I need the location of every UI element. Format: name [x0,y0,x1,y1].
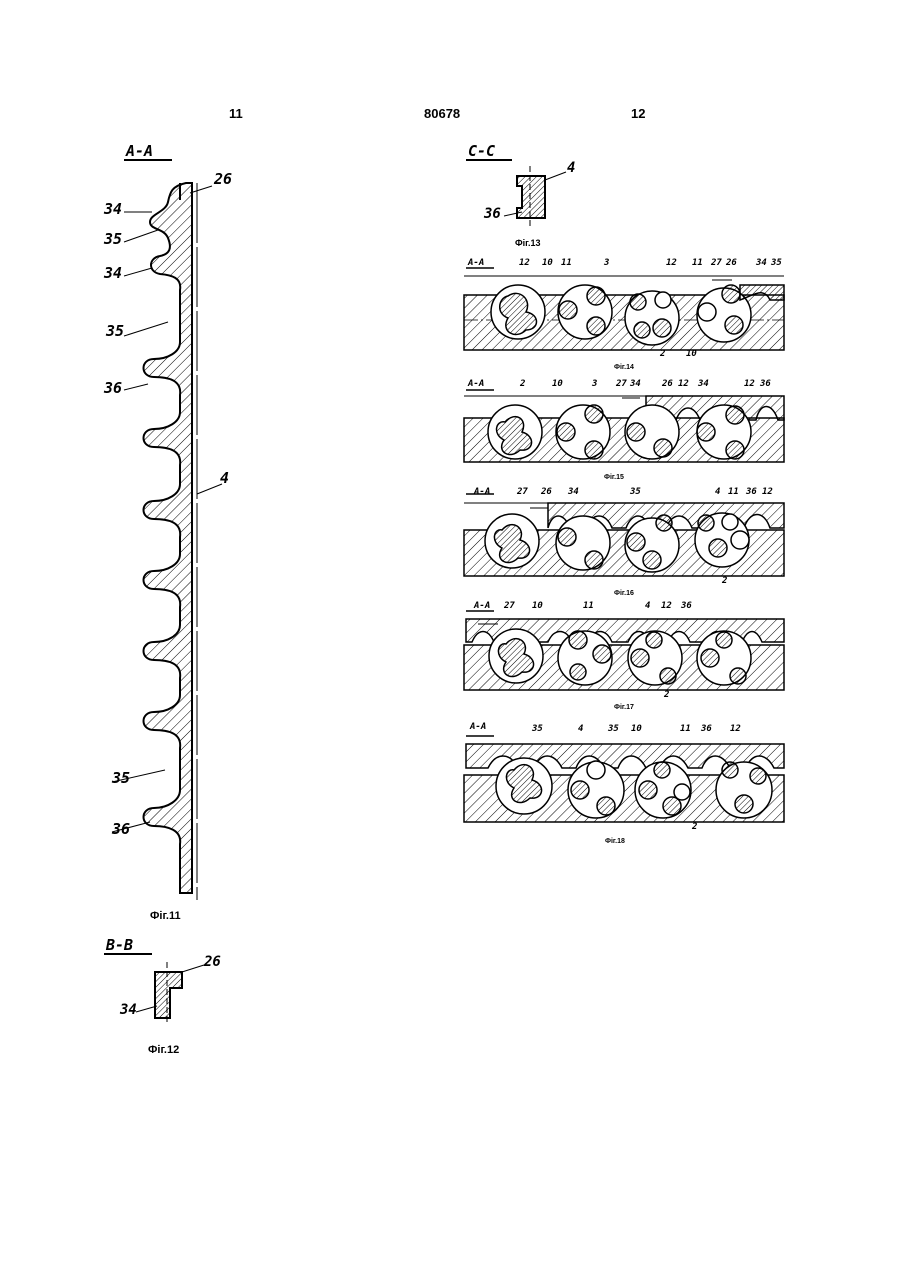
fig12-section-label: B-B [106,936,133,954]
fig18-section-label: A-A [470,722,486,732]
fig11-label-36b: 36 [112,820,130,838]
fig18-label-a: 35 [532,724,543,734]
fig11-drawing [112,160,222,900]
fig16-label-g: 36 [746,487,757,497]
fig15-label-h: 34 [698,379,709,389]
fig14-label-f: 11 [692,258,703,268]
fig16-label-e: 4 [715,487,720,497]
fig13-section-label: C-C [468,142,495,160]
fig14-caption: Фіг.14 [614,364,634,371]
fig18-label-b: 4 [578,724,583,734]
fig14-section-label: A-A [468,258,484,268]
fig11-belt-profile [144,183,193,893]
fig18-label-c: 35 [608,724,619,734]
fig11-label-35c: 35 [112,769,130,787]
fig16-label-c: 34 [568,487,579,497]
fig11-caption: Фіг.11 [150,910,181,922]
fig18-label-g: 12 [730,724,741,734]
fig16-label-f: 11 [728,487,739,497]
fig17-caption: Фіг.17 [614,704,634,711]
fig15-label-i: 12 [744,379,755,389]
fig16-label-a: 27 [517,487,528,497]
fig16-label-b: 26 [541,487,552,497]
fig15-label-c: 3 [592,379,597,389]
fig18-label-e: 11 [680,724,691,734]
fig14-label-d: 3 [604,258,609,268]
fig18-label-d: 10 [631,724,642,734]
fig15-label-j: 36 [760,379,771,389]
fig14-label-j: 35 [771,258,782,268]
fig12-caption: Фіг.12 [148,1044,179,1056]
fig13-drawing [466,160,566,226]
fig15-label-g: 12 [678,379,689,389]
fig17-label-f: 36 [681,601,692,611]
fig14-drawing [464,268,784,350]
fig16-label-d: 35 [630,487,641,497]
fig11-label-35b: 35 [106,322,124,340]
fig18-caption: Фіг.18 [605,838,625,845]
fig15-drawing [464,390,784,462]
fig15-label-a: 2 [520,379,525,389]
fig16-label-h: 12 [762,487,773,497]
fig17-label-c: 11 [583,601,594,611]
fig13-label-36: 36 [484,206,501,222]
fig15-section-label: A-A [468,379,484,389]
fig17-label-b: 10 [532,601,543,611]
fig18-label-f: 36 [701,724,712,734]
fig17-label-e: 12 [661,601,672,611]
fig11-label-34a: 34 [104,200,122,218]
fig15-label-f: 26 [662,379,673,389]
fig11-label-4: 4 [220,469,229,487]
fig16-caption: Фіг.16 [614,590,634,597]
fig13-label-4: 4 [567,160,575,176]
fig17-label-d: 4 [645,601,650,611]
fig12-label-26: 26 [204,954,221,970]
fig18-drawing [464,736,784,822]
fig17-drawing [464,611,784,690]
fig16-label-i: 2 [722,576,727,586]
fig17-label-g: 2 [664,690,669,700]
fig15-label-b: 10 [552,379,563,389]
fig14-label-m: 10 [686,349,697,359]
fig17-section-label: A-A [474,601,490,611]
fig12-label-34: 34 [120,1002,137,1018]
fig14-label-e: 12 [666,258,677,268]
fig11-section-label: A-A [126,142,153,160]
fig14-label-g: 27 [711,258,722,268]
fig13-caption: Фіг.13 [515,238,541,248]
fig14-label-a: 12 [519,258,530,268]
fig14-label-c: 11 [561,258,572,268]
fig14-label-b: 10 [542,258,553,268]
fig11-label-34b: 34 [104,264,122,282]
fig12-drawing [104,954,204,1024]
fig15-label-d: 27 [616,379,627,389]
fig14-label-k: 2 [660,349,665,359]
fig18-label-h: 2 [692,822,697,832]
fig14-label-i: 34 [756,258,767,268]
fig11-label-26: 26 [214,170,232,188]
fig16-section-label: A-A [474,487,490,497]
fig11-label-36a: 36 [104,379,122,397]
fig15-label-e: 34 [630,379,641,389]
fig14-label-h: 26 [726,258,737,268]
fig11-label-35a: 35 [104,230,122,248]
fig15-caption: Фіг.15 [604,474,624,481]
fig16-drawing [464,494,784,576]
fig17-label-a: 27 [504,601,515,611]
